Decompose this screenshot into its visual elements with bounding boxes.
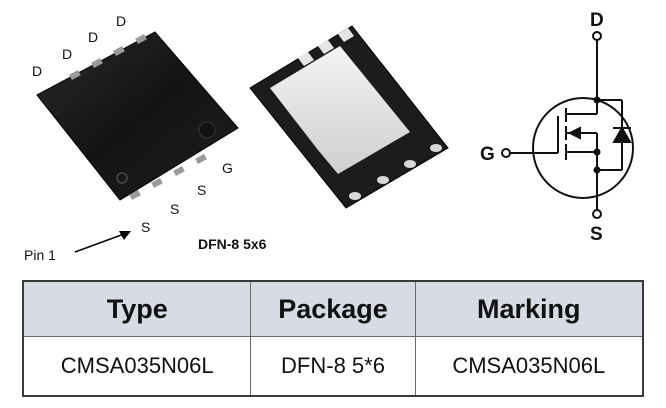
header-marking: Marking [414, 280, 644, 337]
pin-label-s3: S [197, 182, 206, 198]
pin-label-d2: D [62, 46, 72, 62]
pin1-dot [116, 172, 128, 184]
pin1-label: Pin 1 [24, 247, 56, 263]
package-bottom-view [249, 25, 449, 209]
cell-marking: CMSA035N06L [414, 336, 644, 397]
package-top-view [36, 31, 239, 201]
figure-graphics: D D D D S S S G [32, 10, 634, 253]
pin-label-d3: D [88, 29, 98, 45]
header-package: Package [250, 280, 416, 337]
cell-package: DFN-8 5*6 [250, 336, 416, 397]
schematic-label-s: S [590, 224, 603, 245]
pin-label-d4: D [116, 13, 126, 29]
pin-label-s2: S [170, 201, 179, 217]
table-header-row: Type Package Marking [22, 280, 644, 337]
ordering-info-table: Type Package Marking CMSA035N06L DFN-8 5… [22, 280, 644, 397]
pin-label-s1: S [141, 219, 150, 235]
schematic-label-d: D [590, 10, 604, 31]
table-row: CMSA035N06L DFN-8 5*6 CMSA035N06L [22, 336, 644, 397]
product-figure: D D D D S S S G [24, 10, 634, 263]
pin1-arrow [74, 233, 125, 253]
cell-type: CMSA035N06L [22, 336, 252, 397]
mosfet-schematic [501, 31, 634, 219]
header-type: Type [22, 280, 252, 337]
package-caption: DFN-8 5x6 [198, 236, 267, 252]
pin-label-d1: D [32, 63, 42, 79]
schematic-label-g: G [480, 144, 495, 165]
pin-label-g: G [222, 160, 233, 176]
